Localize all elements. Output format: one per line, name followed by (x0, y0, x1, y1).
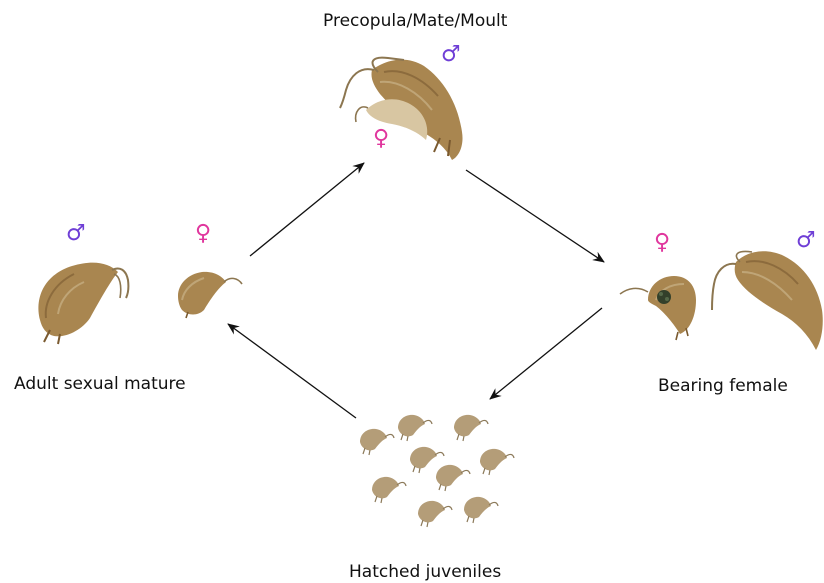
male-symbol-icon: ♂ (441, 44, 461, 66)
label-adult-sexual-mature: Adult sexual mature (14, 374, 186, 394)
arrow-adult-to-precopula (250, 163, 364, 256)
male-symbol-icon: ♂ (66, 223, 86, 245)
label-precopula: Precopula/Mate/Moult (323, 11, 507, 31)
female-symbol-icon: ♀ (195, 223, 211, 245)
juvenile-amphipod-icon (398, 415, 432, 441)
juvenile-amphipod-icon (360, 429, 394, 455)
adult-male-amphipod (712, 251, 823, 350)
juvenile-amphipod-icon (454, 415, 488, 441)
juvenile-amphipod-icon (464, 497, 498, 523)
arrow-juveniles-to-adult (228, 324, 356, 418)
label-bearing-female: Bearing female (658, 376, 788, 396)
adult-female-amphipod (178, 272, 242, 318)
juvenile-amphipod-icon (418, 501, 452, 527)
female-symbol-icon: ♀ (373, 128, 389, 150)
arrow-precopula-to-bearing (466, 170, 604, 262)
juvenile-amphipod-icon (436, 465, 470, 491)
juvenile-amphipod-icon (410, 447, 444, 473)
juvenile-amphipod-icon (372, 477, 406, 503)
hatched-juveniles-group (360, 415, 514, 527)
bearing-female-amphipod (620, 276, 696, 340)
juvenile-amphipod-icon (480, 449, 514, 475)
adult-male-amphipod (38, 263, 128, 344)
female-symbol-icon: ♀ (654, 232, 670, 254)
precopula-pair-icon (340, 58, 463, 160)
label-hatched-juveniles: Hatched juveniles (349, 562, 501, 582)
arrow-bearing-to-juveniles (490, 308, 602, 399)
male-symbol-icon: ♂ (796, 230, 816, 252)
